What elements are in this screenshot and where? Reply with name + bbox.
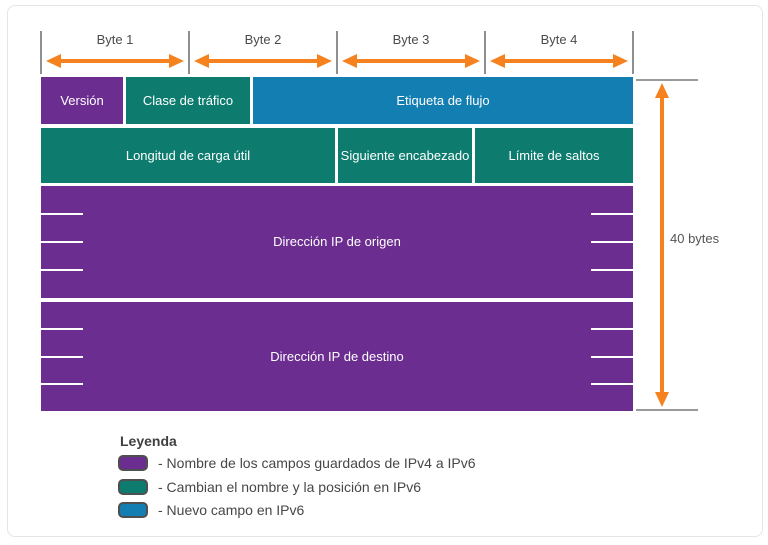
- byte-3-label: Byte 3: [392, 32, 430, 47]
- word-divider: [41, 382, 83, 385]
- arrowhead-right-icon: [465, 54, 480, 68]
- arrowhead-left-icon: [46, 54, 61, 68]
- measure-top-line: [636, 79, 698, 81]
- legend-item-renamed: - Cambian el nombre y la posición en IPv…: [118, 478, 421, 496]
- word-divider: [591, 241, 633, 243]
- word-divider: [41, 269, 83, 271]
- legend-swatch-blue: [118, 502, 148, 518]
- byte-4-span-arrow: [490, 54, 628, 68]
- byte-1-span-arrow: [46, 54, 184, 68]
- byte-2-span-arrow: [194, 54, 332, 68]
- legend-item-new: - Nuevo campo en IPv6: [118, 501, 304, 519]
- legend-item-label: - Nombre de los campos guardados de IPv4…: [158, 455, 476, 471]
- word-divider: [591, 382, 633, 385]
- word-divider: [591, 328, 633, 331]
- byte-1-label: Byte 1: [96, 32, 134, 47]
- field-version: Versión: [41, 77, 123, 124]
- total-size-label: 40 bytes: [670, 231, 720, 246]
- byte-2-label: Byte 2: [244, 32, 282, 47]
- field-etiqueta-de-flujo: Etiqueta de flujo: [253, 77, 633, 124]
- field-siguiente-encabezado: Siguiente encabezado: [338, 128, 472, 183]
- arrowhead-left-icon: [490, 54, 505, 68]
- legend-item-label: - Cambian el nombre y la posición en IPv…: [158, 479, 422, 495]
- word-divider: [41, 241, 83, 243]
- arrowhead-up-icon: [655, 83, 669, 98]
- byte-scale-tick: [484, 31, 486, 74]
- field-direccion-ip-destino: Dirección IP de destino: [41, 302, 633, 411]
- arrowhead-down-icon: [655, 392, 669, 407]
- legend-title: Leyenda: [120, 433, 177, 449]
- arrowhead-left-icon: [342, 54, 357, 68]
- word-divider: [591, 269, 633, 271]
- field-direccion-ip-origen: Dirección IP de origen: [41, 186, 633, 298]
- total-size-arrow: [655, 83, 669, 407]
- field-clase-de-trafico: Clase de tráfico: [126, 77, 250, 124]
- legend-swatch-teal: [118, 479, 148, 495]
- byte-scale-tick: [336, 31, 338, 74]
- word-divider: [591, 213, 633, 215]
- byte-scale-tick: [632, 31, 634, 74]
- arrowhead-right-icon: [317, 54, 332, 68]
- diagram-card: Byte 1 Byte 2 Byte 3 Byte 4 Versión Clas…: [7, 5, 763, 537]
- arrowhead-left-icon: [194, 54, 209, 68]
- arrowhead-right-icon: [169, 54, 184, 68]
- word-divider: [591, 355, 633, 358]
- field-limite-de-saltos: Límite de saltos: [475, 128, 633, 183]
- word-divider: [41, 328, 83, 331]
- field-label: Dirección IP de destino: [270, 348, 404, 364]
- byte-3-span-arrow: [342, 54, 480, 68]
- measure-bottom-line: [636, 409, 698, 411]
- byte-scale-tick: [188, 31, 190, 74]
- field-longitud-de-carga-util: Longitud de carga útil: [41, 128, 335, 183]
- legend-item-kept: - Nombre de los campos guardados de IPv4…: [118, 454, 476, 472]
- word-divider: [41, 355, 83, 358]
- legend-item-label: - Nuevo campo en IPv6: [158, 502, 305, 518]
- field-label: Dirección IP de origen: [273, 234, 401, 250]
- byte-4-label: Byte 4: [540, 32, 578, 47]
- word-divider: [41, 213, 83, 215]
- arrowhead-right-icon: [613, 54, 628, 68]
- byte-scale-tick: [40, 31, 42, 74]
- legend-swatch-purple: [118, 455, 148, 471]
